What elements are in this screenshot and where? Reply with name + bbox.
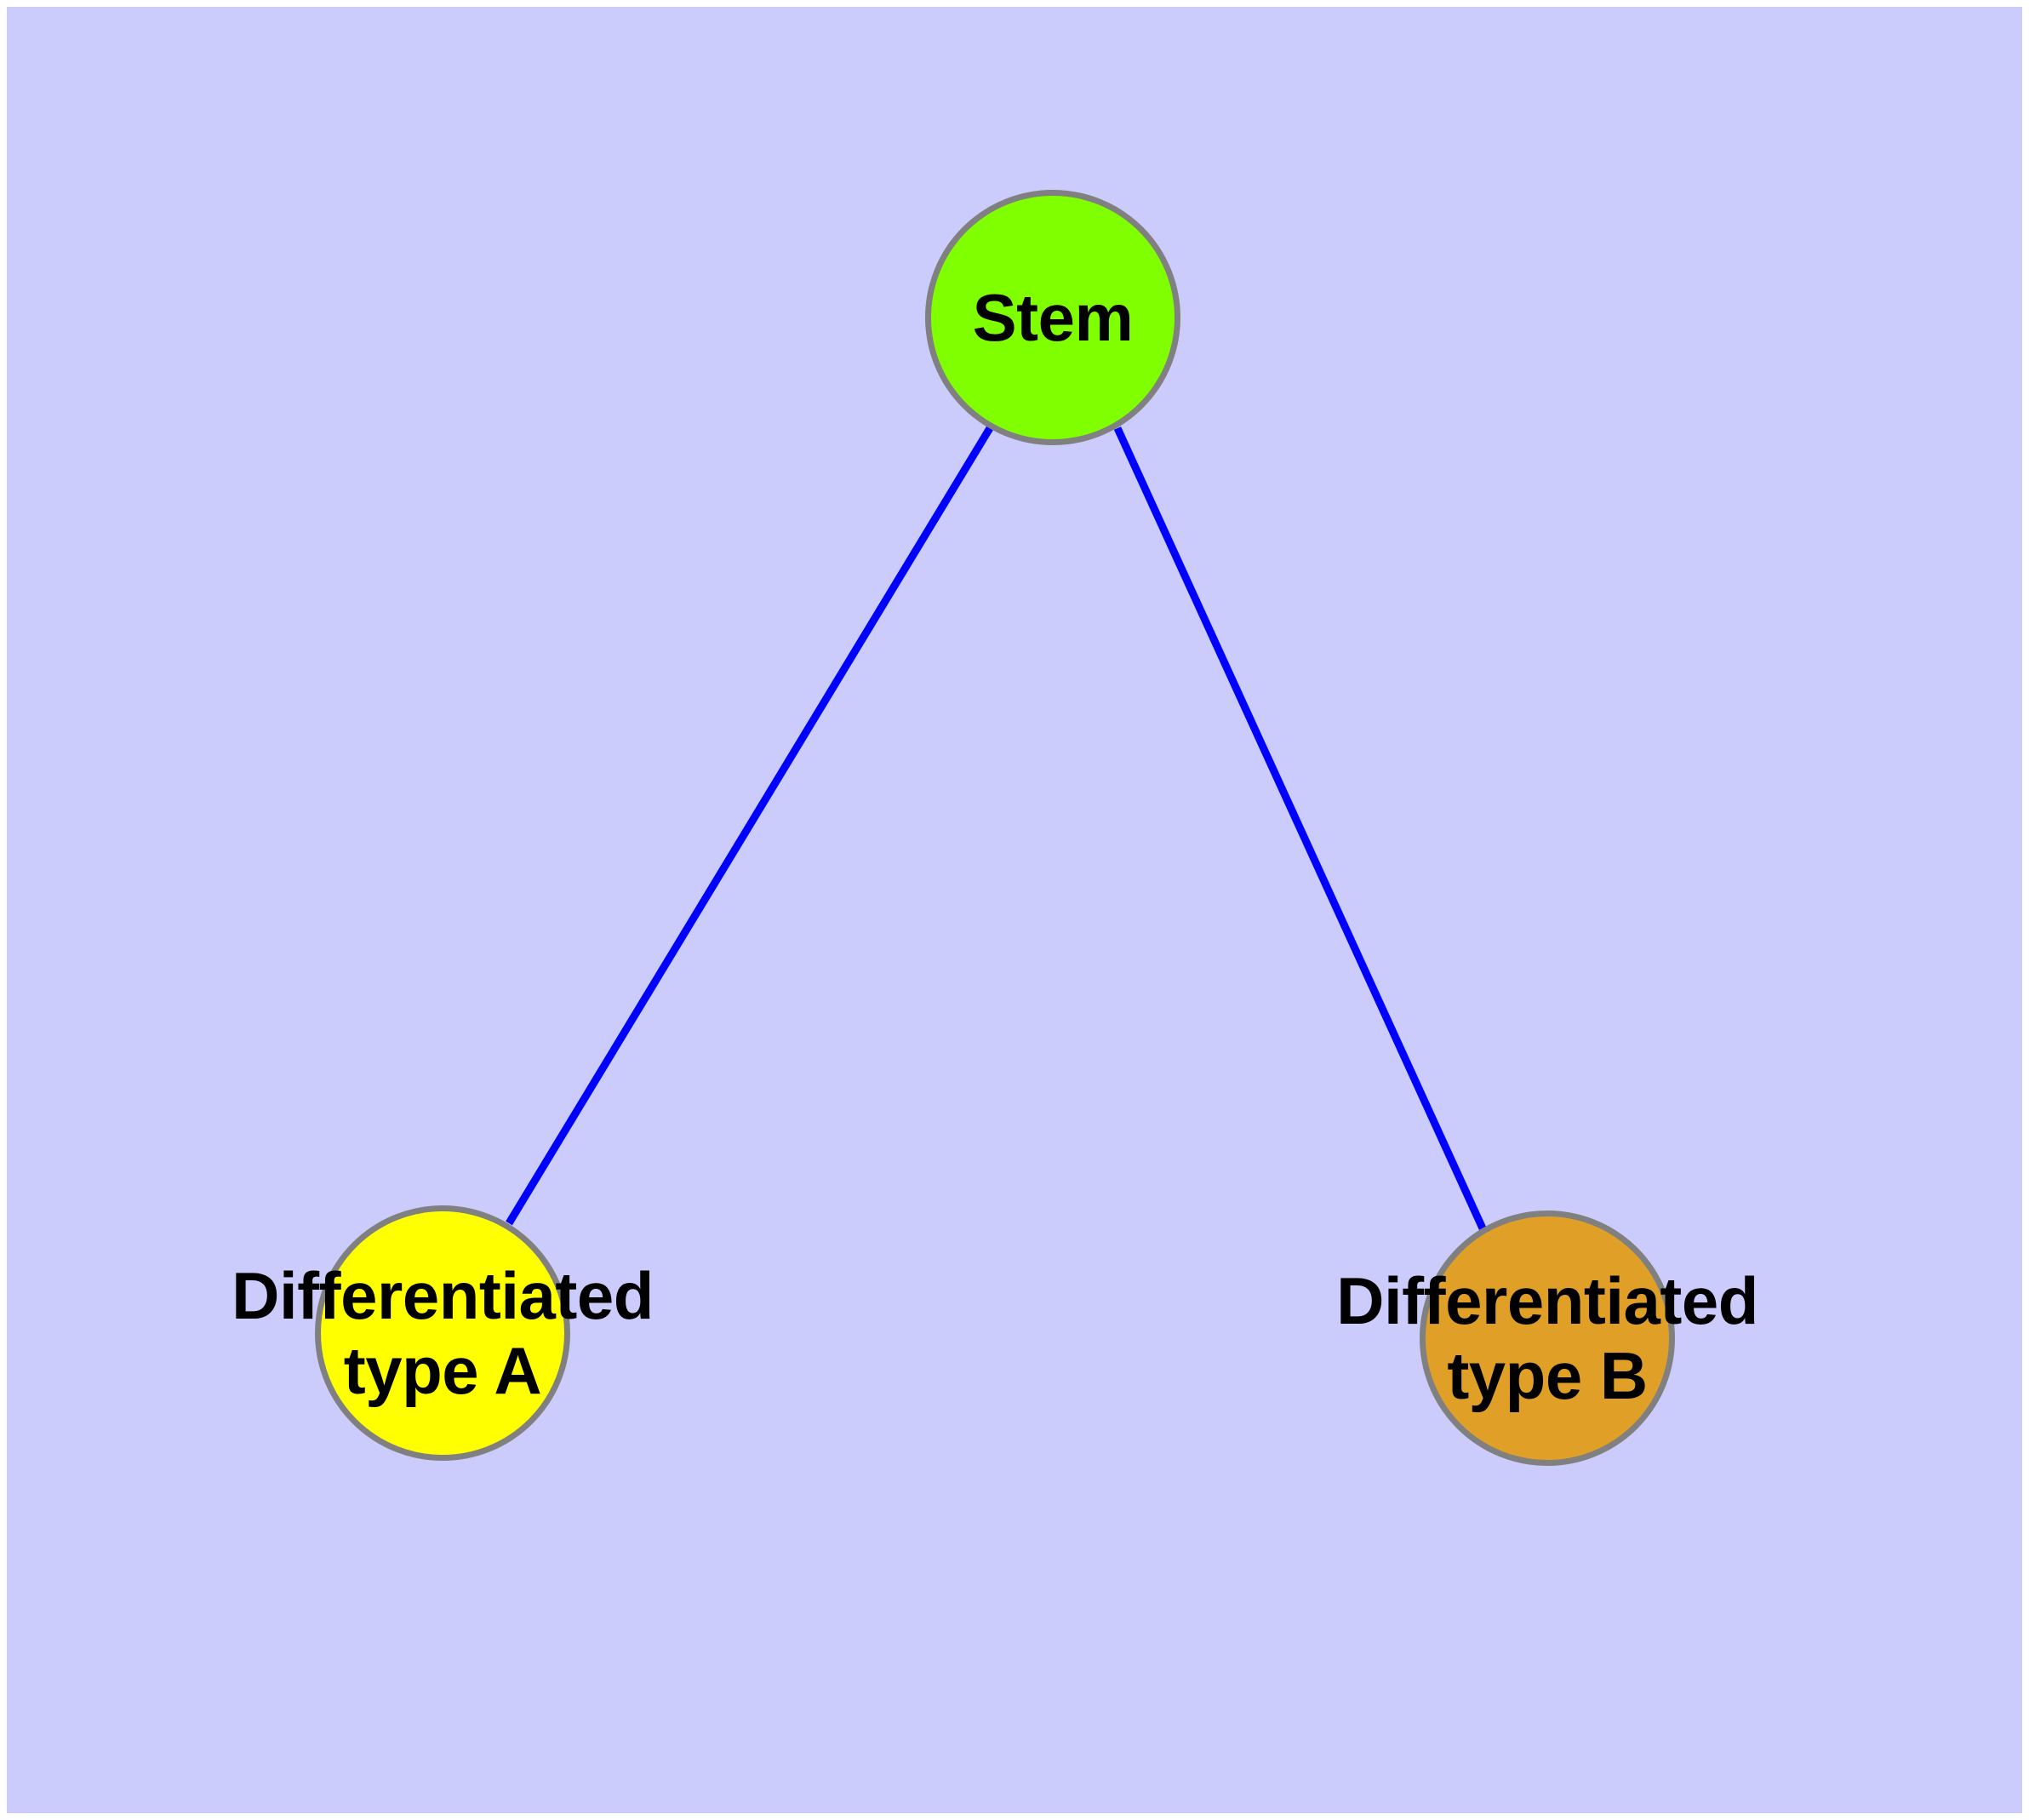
node-differentiated-type-b-label-line2: type B xyxy=(1447,1338,1648,1413)
node-differentiated-type-b-label-line1: Differentiated xyxy=(1336,1262,1758,1338)
node-differentiated-type-a-label: Differentiated type A xyxy=(231,1258,654,1408)
node-stem[interactable]: Stem xyxy=(925,190,1180,445)
node-differentiated-type-a-circle xyxy=(315,1205,570,1461)
node-differentiated-type-b[interactable]: Differentiated type B xyxy=(1336,1210,1758,1466)
edge-stem-to-differentiated-type-a xyxy=(506,426,993,1226)
node-differentiated-type-b-circle xyxy=(1420,1210,1675,1466)
edge-stem-to-differentiated-type-b xyxy=(1113,426,1487,1230)
node-stem-label-line1: Stem xyxy=(972,279,1134,355)
node-differentiated-type-a-label-line1: Differentiated xyxy=(231,1257,654,1333)
node-differentiated-type-b-label: Differentiated type B xyxy=(1336,1263,1758,1413)
node-stem-circle xyxy=(925,190,1180,445)
node-stem-label: Stem xyxy=(973,280,1134,355)
node-differentiated-type-a[interactable]: Differentiated type A xyxy=(231,1205,654,1461)
node-differentiated-type-a-label-line2: type A xyxy=(343,1333,542,1408)
